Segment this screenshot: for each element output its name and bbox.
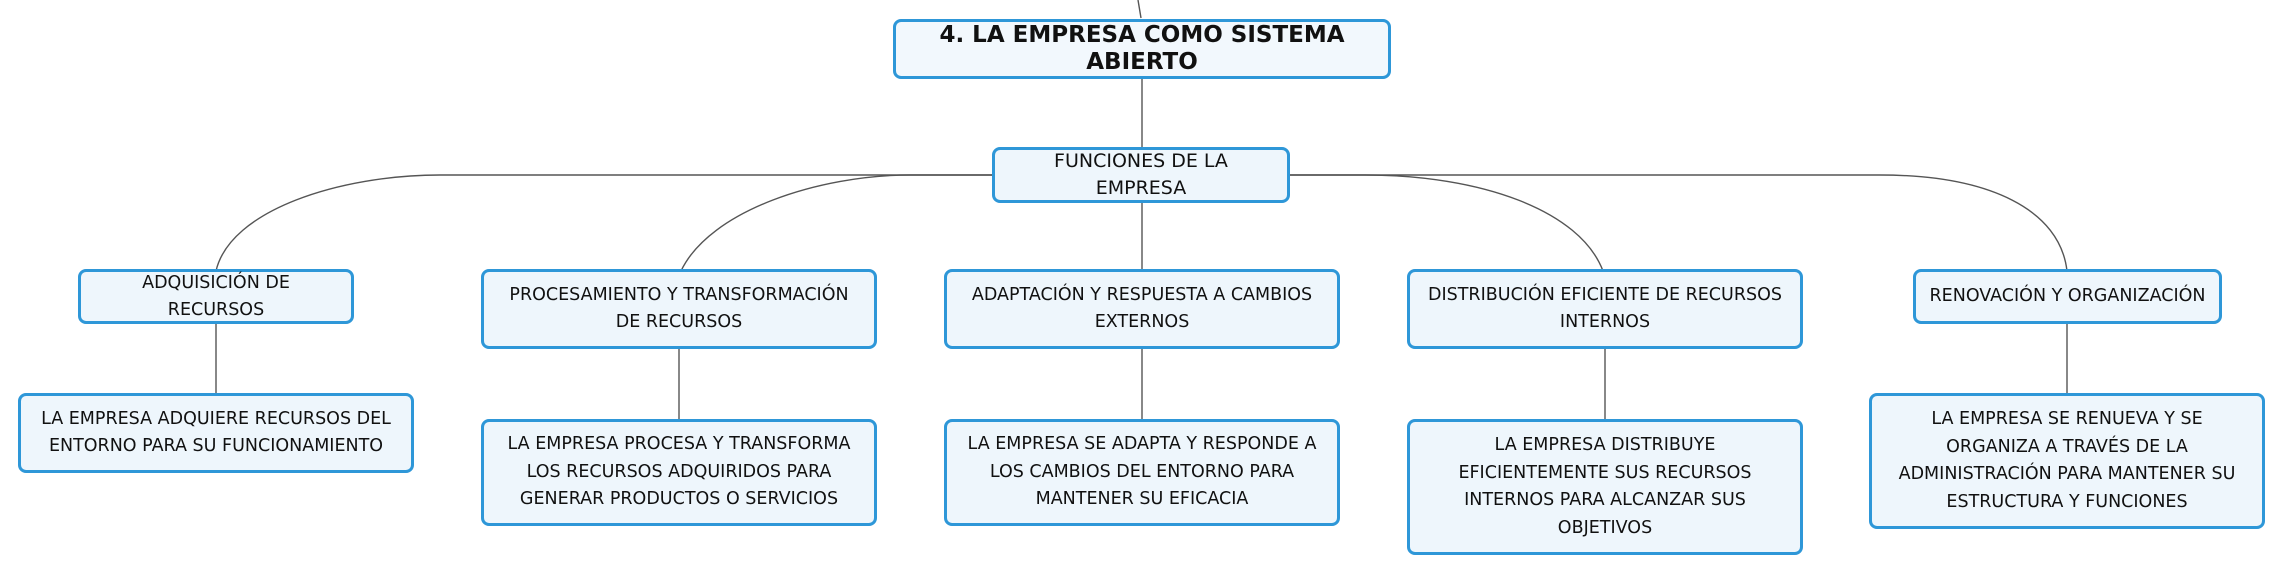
description-node-procesamiento[interactable]: LA EMPRESA PROCESA Y TRANSFORMA LOS RECU… xyxy=(481,419,877,526)
description-text: LA EMPRESA PROCESA Y TRANSFORMA LOS RECU… xyxy=(507,434,851,510)
branch-node-adquisicion[interactable]: ADQUISICIÓN DE RECURSOS xyxy=(78,269,354,324)
branch-node-renovacion[interactable]: RENOVACIÓN Y ORGANIZACIÓN xyxy=(1913,269,2222,324)
branch-label: RENOVACIÓN Y ORGANIZACIÓN xyxy=(1929,286,2206,306)
branch-label: PROCESAMIENTO Y TRANSFORMACIÓN DE RECURS… xyxy=(509,285,849,332)
description-node-adaptacion[interactable]: LA EMPRESA SE ADAPTA Y RESPONDE A LOS CA… xyxy=(944,419,1340,526)
branch-node-distribucion[interactable]: DISTRIBUCIÓN EFICIENTE DE RECURSOS INTER… xyxy=(1407,269,1803,349)
connector-main-to-branch-5 xyxy=(1290,174,2068,272)
branch-label: DISTRIBUCIÓN EFICIENTE DE RECURSOS INTER… xyxy=(1428,285,1782,332)
root-topic-label: 4. LA EMPRESA COMO SISTEMA ABIERTO xyxy=(939,22,1345,75)
description-text: LA EMPRESA SE ADAPTA Y RESPONDE A LOS CA… xyxy=(967,434,1317,510)
connector-main-to-branch-4 xyxy=(1290,174,1604,272)
connector-parent-to-root xyxy=(1137,0,1142,19)
root-topic-node[interactable]: 4. LA EMPRESA COMO SISTEMA ABIERTO xyxy=(893,19,1391,79)
description-text: LA EMPRESA ADQUIERE RECURSOS DEL ENTORNO… xyxy=(41,408,391,457)
branch-label: ADQUISICIÓN DE RECURSOS xyxy=(142,272,290,320)
branch-label: ADAPTACIÓN Y RESPUESTA A CAMBIOS EXTERNO… xyxy=(971,285,1313,332)
main-topic-node[interactable]: FUNCIONES DE LA EMPRESA xyxy=(992,147,1290,203)
description-text: LA EMPRESA SE RENUEVA Y SE ORGANIZA A TR… xyxy=(1898,409,2236,512)
description-node-renovacion[interactable]: LA EMPRESA SE RENUEVA Y SE ORGANIZA A TR… xyxy=(1869,393,2265,529)
connector-main-to-branch-2 xyxy=(680,174,992,272)
branch-node-adaptacion[interactable]: ADAPTACIÓN Y RESPUESTA A CAMBIOS EXTERNO… xyxy=(944,269,1340,349)
description-node-distribucion[interactable]: LA EMPRESA DISTRIBUYE EFICIENTEMENTE SUS… xyxy=(1407,419,1803,555)
description-node-adquisicion[interactable]: LA EMPRESA ADQUIERE RECURSOS DEL ENTORNO… xyxy=(18,393,414,473)
description-text: LA EMPRESA DISTRIBUYE EFICIENTEMENTE SUS… xyxy=(1458,435,1752,538)
branch-node-procesamiento[interactable]: PROCESAMIENTO Y TRANSFORMACIÓN DE RECURS… xyxy=(481,269,877,349)
connector-main-to-branch-1 xyxy=(215,174,992,272)
main-topic-label: FUNCIONES DE LA EMPRESA xyxy=(1054,150,1228,199)
